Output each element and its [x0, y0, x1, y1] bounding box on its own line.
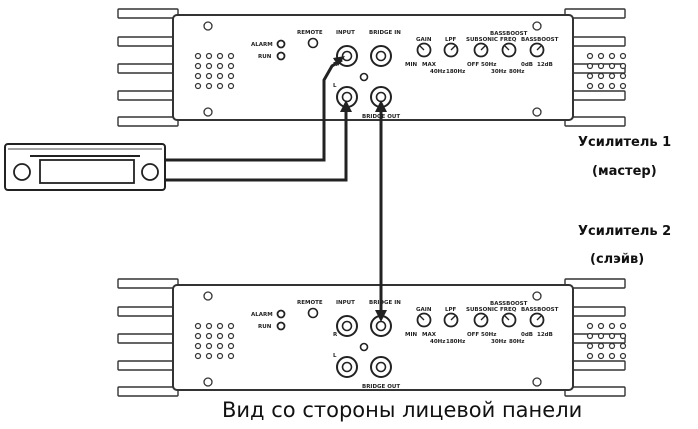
off-label: OFF — [467, 62, 479, 68]
bridge-in-label: BRIDGE IN — [369, 30, 401, 36]
amplifier-1-panel: ALARM RUN REMOTE INPUT BRIDGE IN R L BRI… — [117, 8, 627, 127]
freq-label: FREQ — [500, 307, 517, 313]
run-label: RUN — [258, 54, 272, 60]
bassboost-top-label: BASSBOOST — [490, 301, 528, 307]
hz30-label: 30Hz — [491, 339, 506, 345]
bassboost-label: BASSBOOST — [521, 37, 559, 43]
db12-label: 12dB — [537, 62, 553, 68]
r-label: R — [333, 332, 338, 338]
amplifier-2-role: (слэйв) — [590, 252, 645, 267]
max-label: MAX — [422, 332, 437, 338]
alarm-label: ALARM — [251, 312, 273, 318]
remote-label: REMOTE — [297, 300, 323, 306]
hz40-label: 40Hz — [430, 69, 445, 75]
hz180-label: 180Hz — [446, 69, 465, 75]
head-unit — [4, 143, 166, 191]
lpf-label: LPF — [445, 37, 457, 43]
hz180-label: 180Hz — [446, 339, 465, 345]
diagram-caption: Вид со стороны лицевой панели — [222, 398, 583, 422]
alarm-label: ALARM — [251, 42, 273, 48]
rca-arrowheads — [333, 56, 352, 112]
l-label: L — [333, 353, 337, 359]
min-label: MIN — [405, 62, 418, 68]
amplifier-2-panel: ALARM RUN REMOTE INPUT BRIDGE IN R L BRI… — [117, 278, 627, 397]
min-label: MIN — [405, 332, 418, 338]
hz80-label: 80Hz — [509, 339, 524, 345]
hz30-label: 30Hz — [491, 69, 506, 75]
bassboost-label: BASSBOOST — [521, 307, 559, 313]
rca-cable-left — [165, 108, 348, 182]
db12-label: 12dB — [537, 332, 553, 338]
input-label: INPUT — [336, 300, 355, 306]
db0-label: 0dB — [521, 332, 533, 338]
amplifier-1-title: Усилитель 1 — [578, 135, 672, 150]
rca-cable-right — [165, 58, 343, 162]
remote-label: REMOTE — [297, 30, 323, 36]
gain-label: GAIN — [416, 37, 432, 43]
bridge-cable — [375, 100, 387, 322]
hz40-label: 40Hz — [430, 339, 445, 345]
input-label: INPUT — [336, 30, 355, 36]
gain-label: GAIN — [416, 307, 432, 313]
amplifier-2-title: Усилитель 2 — [578, 224, 672, 239]
freq-label: FREQ — [500, 37, 517, 43]
off-label: OFF — [467, 332, 479, 338]
lpf-label: LPF — [445, 307, 457, 313]
hz80-label: 80Hz — [509, 69, 524, 75]
max-label: MAX — [422, 62, 437, 68]
subsonic-label: SUBSONIC — [466, 307, 498, 313]
db0-label: 0dB — [521, 62, 533, 68]
run-label: RUN — [258, 324, 272, 330]
hz50-label: 50Hz — [481, 62, 496, 68]
amplifier-1-role: (мастер) — [592, 164, 657, 179]
bridge-out-label: BRIDGE OUT — [362, 384, 400, 390]
bassboost-top-label: BASSBOOST — [490, 31, 528, 37]
subsonic-label: SUBSONIC — [466, 37, 498, 43]
hz50-label: 50Hz — [481, 332, 496, 338]
bridge-in-label: BRIDGE IN — [369, 300, 401, 306]
l-label: L — [333, 83, 337, 89]
